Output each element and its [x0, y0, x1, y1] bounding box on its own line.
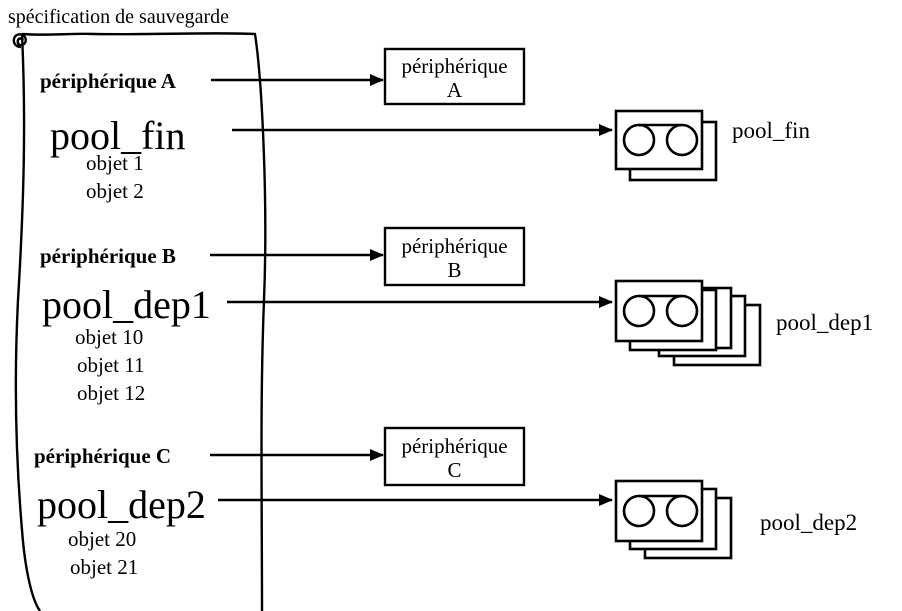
tape-stack-dep1	[614, 279, 762, 367]
device-box-b	[383, 226, 526, 287]
tape-label-dep1: pool_dep1	[776, 310, 873, 335]
scroll-curl-icon	[12, 33, 27, 49]
tape-reel-icon	[622, 123, 656, 157]
tape-stack-dep2	[614, 479, 733, 560]
device-label-b: périphérique B	[40, 244, 176, 268]
pool-label-dep1: pool_dep1	[42, 282, 211, 327]
object-item: objet 2	[86, 179, 144, 203]
device-label-a: périphérique A	[40, 69, 177, 93]
device-box-a-line1: périphérique	[401, 54, 507, 78]
device-box-c-line2: C	[447, 458, 461, 482]
device-box-c	[383, 426, 526, 487]
device-box-c-line1: périphérique	[401, 434, 507, 458]
object-item: objet 10	[75, 325, 143, 349]
tape-reel-icon	[622, 294, 656, 328]
scroll-title: spécification de sauvegarde	[8, 6, 229, 28]
pool-label-fin: pool_fin	[50, 113, 186, 158]
device-box-a	[383, 47, 526, 106]
device-box-b-line1: périphérique	[401, 234, 507, 258]
pool-label-dep2: pool_dep2	[37, 482, 206, 527]
object-item: objet 12	[77, 381, 145, 405]
tape-reel-icon	[622, 494, 656, 528]
device-box-b-line2: B	[447, 258, 461, 282]
tape-reel-icon	[665, 294, 699, 328]
object-item: objet 20	[68, 527, 136, 551]
object-item: objet 1	[86, 151, 144, 175]
object-item: objet 11	[77, 353, 144, 377]
tape-label-fin: pool_fin	[732, 118, 810, 143]
device-label-c: périphérique C	[34, 444, 171, 468]
group-a: périphérique A périphérique A pool_fin o…	[40, 47, 810, 203]
device-box-a-line2: A	[447, 78, 463, 102]
object-item: objet 21	[70, 555, 138, 579]
group-b: périphérique B périphérique B pool_dep1 …	[40, 226, 873, 405]
group-c: périphérique C périphérique C pool_dep2 …	[34, 426, 857, 579]
tape-reel-icon	[665, 123, 699, 157]
tape-reel-icon	[665, 494, 699, 528]
tape-label-dep2: pool_dep2	[760, 510, 857, 535]
tape-stack-fin	[614, 109, 718, 182]
backup-spec-scroll	[12, 32, 267, 611]
